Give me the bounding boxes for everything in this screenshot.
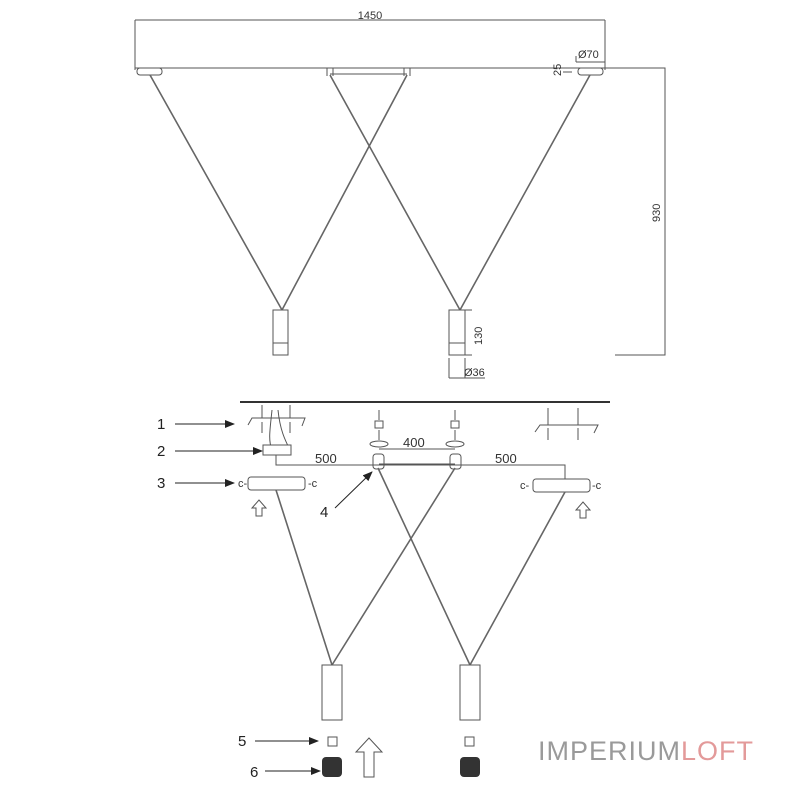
screw-glyph: c- [238, 478, 248, 490]
up-arrow-icon [354, 737, 384, 778]
shade-diameter-line [448, 358, 485, 379]
end-cap-right [460, 757, 480, 777]
callout-3: 3 [157, 475, 165, 492]
right-offset-label: 500 [495, 451, 517, 466]
center-anchor-left [374, 420, 384, 429]
center-bracket [326, 68, 411, 76]
right-canopy-cover [532, 478, 591, 493]
right-shade [448, 309, 466, 356]
up-arrow-icon [574, 501, 592, 519]
brand-logo: IMPERIUMLOFT [538, 736, 754, 766]
inner-spacing-label: 400 [403, 435, 425, 450]
suspension-wires [149, 74, 591, 311]
center-anchor-right [450, 420, 460, 429]
left-shade [321, 664, 343, 721]
center-washer-left [369, 440, 389, 448]
assembly-view: 400 500 500 c- -c c- -c 1 2 3 4 5 6 [157, 401, 610, 781]
right-canopy [577, 67, 604, 76]
right-mounting-bracket [534, 408, 599, 440]
canopy-diameter-label: Ø70 [578, 49, 599, 61]
left-offset-label: 500 [315, 451, 337, 466]
center-screws [378, 410, 456, 440]
left-shade [272, 309, 289, 356]
screw-glyph: -c [592, 480, 602, 492]
up-arrow-icon [250, 499, 268, 517]
canopy-height-label: 25 [552, 64, 564, 76]
length-label: 1450 [358, 10, 382, 22]
suspension-wires [275, 467, 566, 666]
total-height-line [605, 67, 666, 356]
logo-part-2: LOFT [681, 736, 754, 766]
canopy-diameter-line [575, 56, 605, 63]
gu10-bulb-left [327, 736, 338, 747]
wires [269, 409, 291, 451]
dimension-view: 1450 Ø70 25 130 Ø36 930 [134, 10, 666, 379]
total-height-label: 930 [651, 204, 663, 222]
callout-5: 5 [238, 733, 246, 750]
end-cap-left [322, 757, 342, 777]
callout-4: 4 [320, 504, 328, 521]
shade-height-ticks [465, 309, 472, 356]
length-dimension-line [134, 19, 606, 70]
callout-6: 6 [250, 764, 258, 781]
wire-holder-right [449, 453, 462, 470]
left-canopy [136, 67, 163, 76]
offset-line [275, 455, 566, 490]
shade-diameter-label: Ø36 [464, 367, 485, 379]
shade-height-label: 130 [473, 327, 485, 345]
left-mounting-bracket [247, 405, 306, 433]
callout-1: 1 [157, 416, 165, 433]
left-canopy-cover [247, 476, 306, 491]
callout-2: 2 [157, 443, 165, 460]
screw-glyph: c- [520, 480, 530, 492]
logo-part-1: IMPERIUM [538, 736, 681, 766]
terminal-block [262, 444, 292, 456]
wire-holder-left [372, 453, 385, 470]
right-shade [459, 664, 481, 721]
center-washer-right [445, 440, 465, 448]
callout-4-arrow [334, 471, 373, 509]
gu10-bulb-right [464, 736, 475, 747]
screw-glyph: -c [308, 478, 318, 490]
